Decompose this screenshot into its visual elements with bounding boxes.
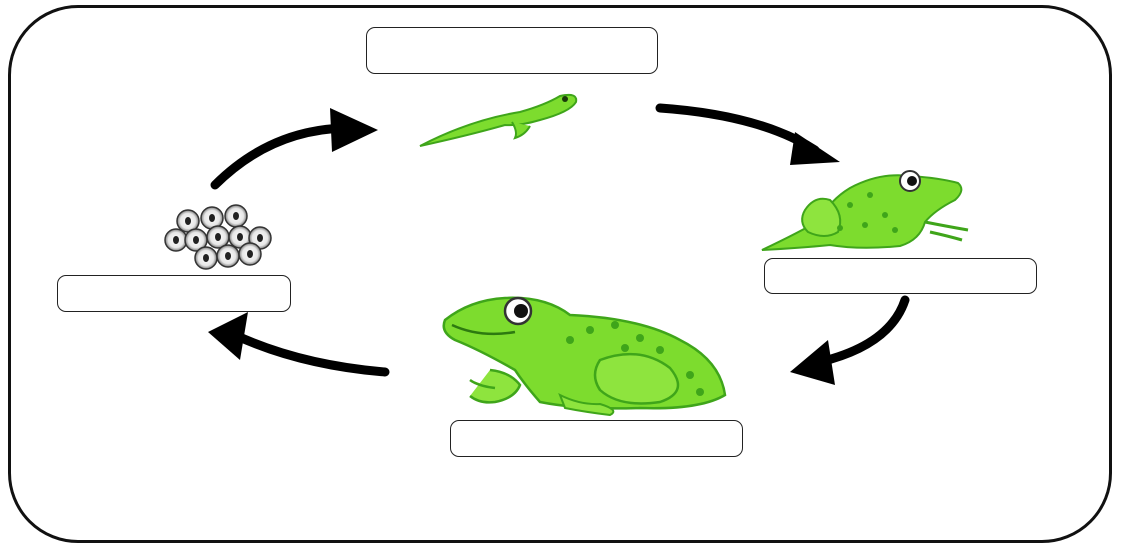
arrow-eggs-to-tadpole	[210, 108, 378, 190]
label-box-left[interactable]	[57, 275, 291, 312]
label-box-right[interactable]	[764, 258, 1037, 294]
adult-frog-icon	[442, 296, 727, 417]
frog-eggs-icon	[164, 204, 272, 270]
tadpole-icon	[419, 93, 578, 147]
froglet-icon	[761, 170, 969, 251]
label-box-top[interactable]	[366, 27, 658, 74]
arrow-frog-to-eggs	[208, 312, 390, 377]
label-box-bottom[interactable]	[450, 420, 743, 457]
arrow-tadpole-to-froglet	[655, 103, 840, 165]
arrow-froglet-to-frog	[790, 295, 910, 385]
